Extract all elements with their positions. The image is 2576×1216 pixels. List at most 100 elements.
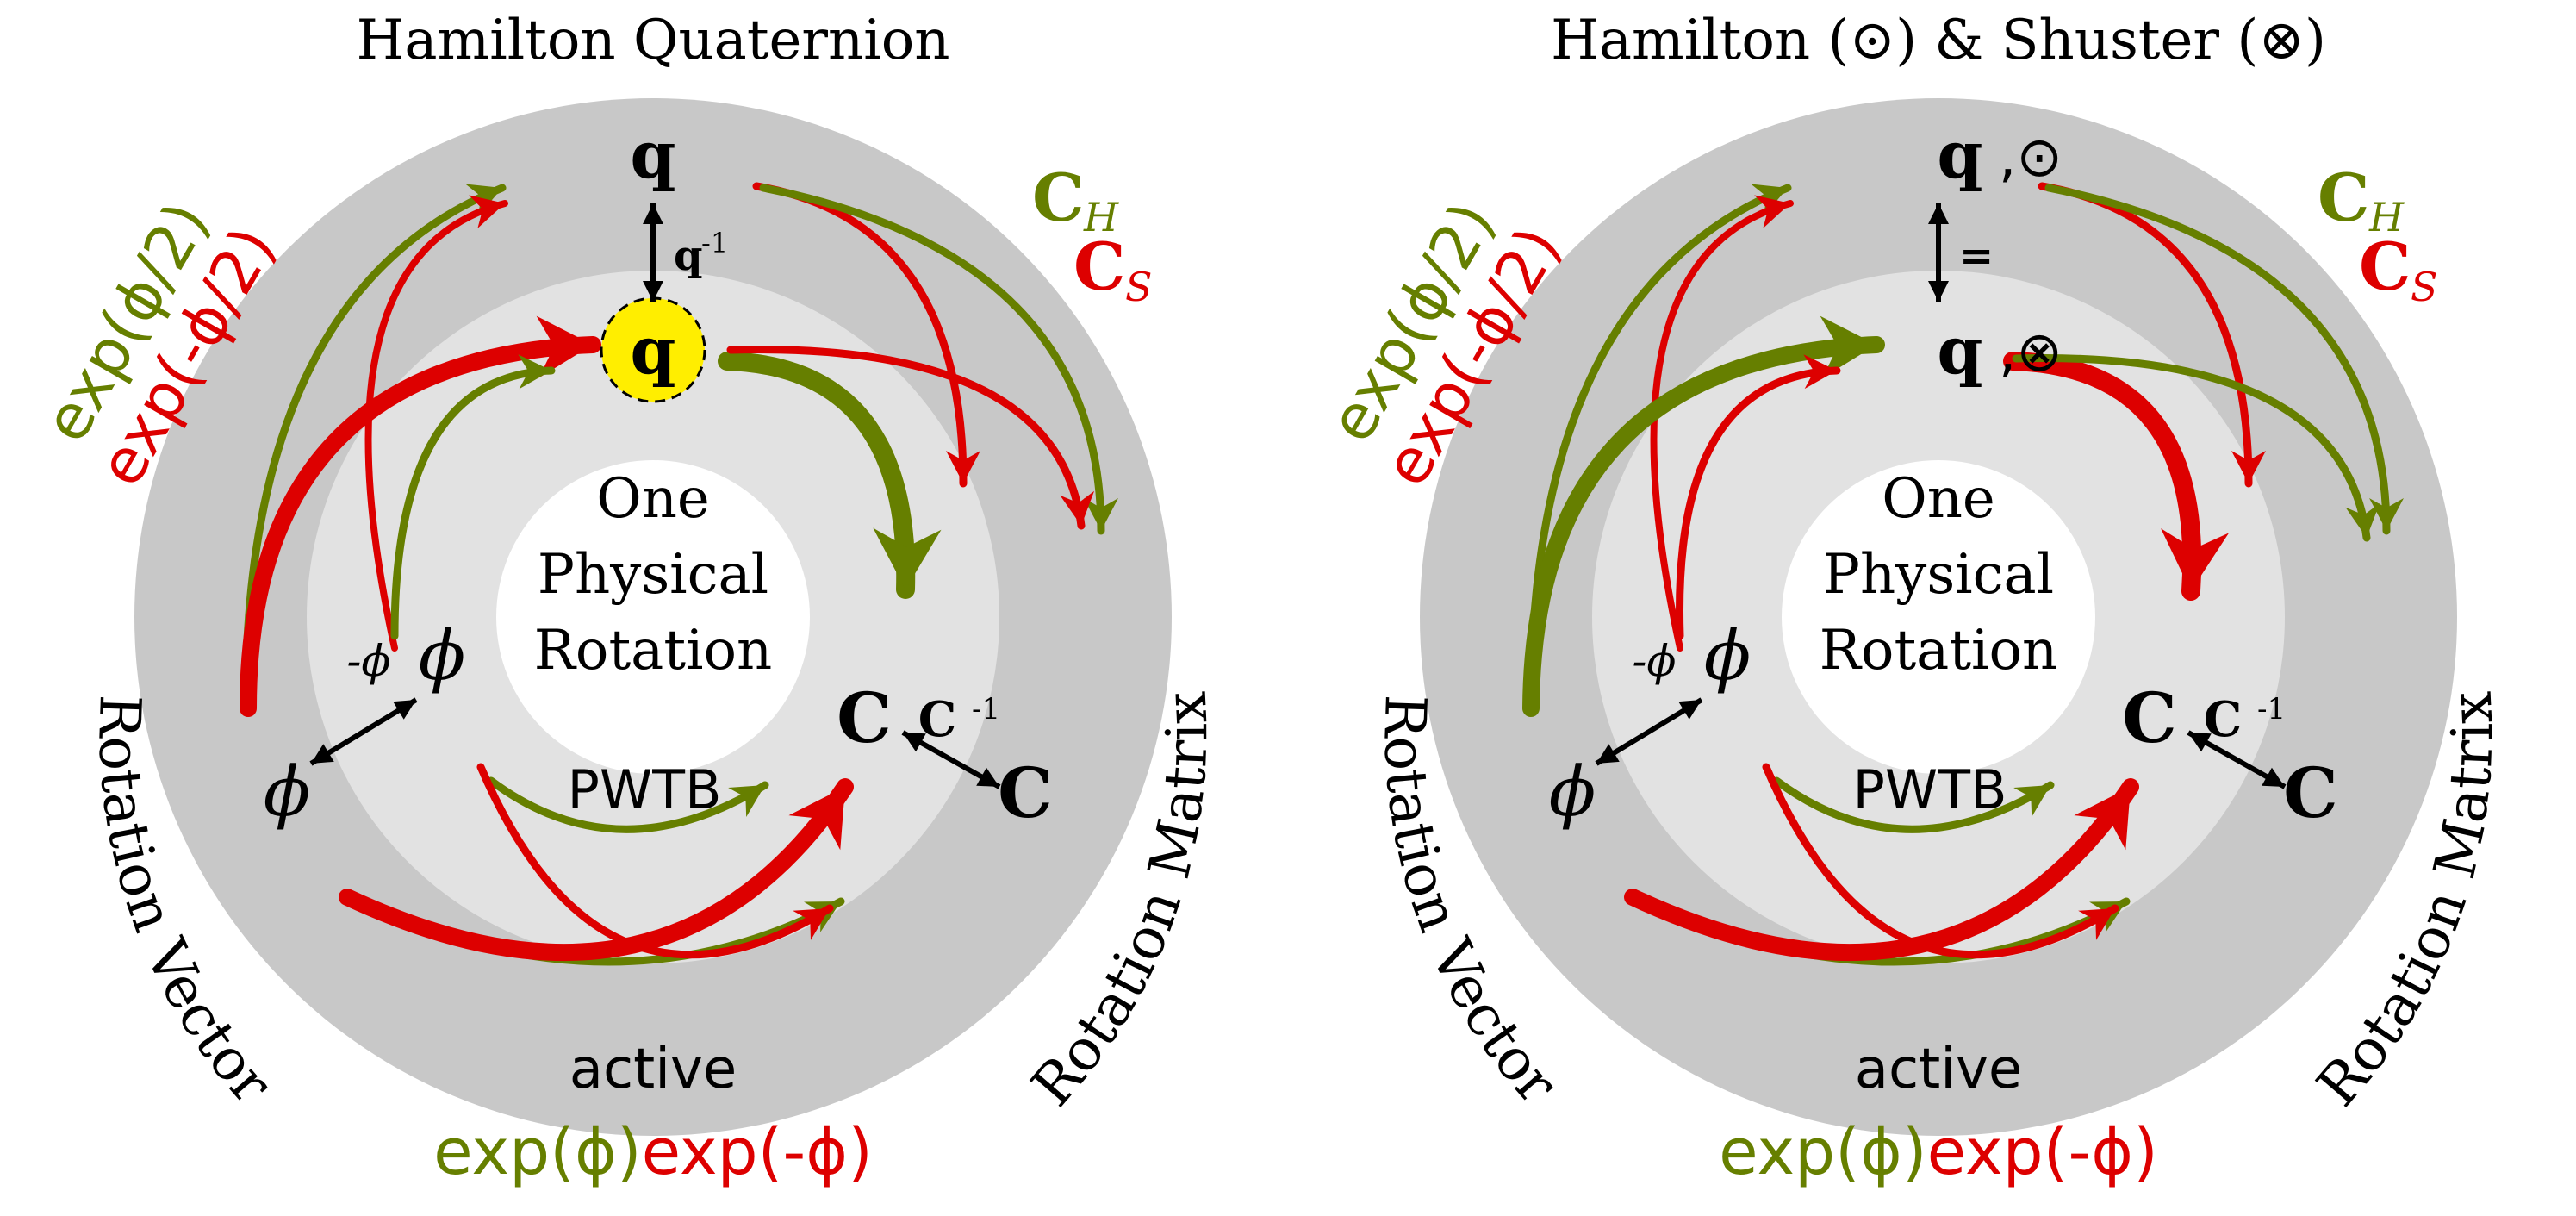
label-C-S-sub: S (2411, 264, 2438, 310)
center-text-line: Rotation (1820, 619, 2058, 683)
green-arrow-qinner-to-matrix (2012, 354, 2371, 542)
matrix-link-arrow-head-start (903, 733, 926, 752)
green-arrow-qtop-to-matrix (759, 184, 1105, 535)
matrix-link-arrow-head-end (976, 767, 999, 787)
quat-link-arrow-head-end (643, 281, 663, 302)
panel-title: Hamilton Quaternion (357, 9, 950, 72)
red-thick-arrow-qinner-to-matrix (2003, 352, 2202, 601)
vector-link-arrow-head-start (1596, 744, 1620, 764)
red-thick-arrow-active-head (788, 787, 845, 851)
active-label: active (569, 1038, 737, 1101)
vector-link-arrow-head-end (393, 700, 416, 720)
label-C-S: C (1073, 228, 1126, 305)
vector-link-arrow-head-end (1678, 700, 1702, 720)
panel-hamilton-shuster: Hamilton (⊙) & Shuster (⊗) OnePhysicalRot… (1315, 9, 2506, 1189)
green-arrow-qinner-to-matrix-head (2345, 502, 2380, 538)
matrix-inv-sup: -1 (972, 692, 1000, 726)
center-text-line: One (596, 467, 710, 531)
red-thick-arrow-active-head (2074, 787, 2131, 851)
green-arrow-vec-to-qinner (390, 366, 556, 640)
bottom-exp-labels: exp(ϕ)exp(-ϕ) (1719, 1115, 2158, 1189)
green-arrow-pwtb-head (2013, 785, 2050, 817)
red-arrow-vec-to-qinner (1676, 366, 1841, 640)
matrix-inner: C (2122, 677, 2177, 758)
green-arrow-pwtb (487, 776, 769, 833)
matrix-inv-label: C (918, 691, 957, 748)
matrix-link-arrow-head-start (2188, 733, 2212, 752)
red-arrow-qtop-to-matrix-head (2231, 451, 2266, 483)
vector-neg-label: -ϕ (347, 636, 391, 686)
quat-top-symbol: ,⊙ (1999, 126, 2063, 190)
green-arrow-qtop-to-matrix (2044, 184, 2391, 535)
label-exp-phi: exp(ϕ) (1719, 1115, 1927, 1189)
quat-link-arrow-head-end (1928, 281, 1949, 302)
red-thick-arrow-qinner-to-matrix-head (2161, 528, 2230, 591)
quat-link-arrow-head-start (1928, 203, 1949, 224)
red-thick-arrow-vec-to-qinner-head (536, 315, 593, 378)
matrix-outer: C (998, 752, 1053, 833)
label-C-H: C (1032, 159, 1085, 236)
center-text-line: Physical (1823, 543, 2054, 607)
green-arrow-qtop-to-matrix-head (1084, 498, 1118, 531)
label-exp-neg-phi: exp(-ϕ) (642, 1115, 873, 1189)
red-arrow-qtop-to-matrix-head (946, 451, 980, 483)
label-C-S: C (2359, 228, 2411, 305)
label-C-H-sub: H (1083, 194, 1119, 240)
red-arrow-vec-to-qinner-head (1803, 354, 1837, 390)
quat-inner: q (1937, 312, 1982, 389)
matrix-inv-sup: -1 (2257, 692, 2286, 726)
center-circle (1782, 460, 2095, 774)
vector-outer: ϕ (264, 751, 311, 832)
vector-link-arrow-head-start (311, 744, 334, 764)
bottom-exp-labels: exp(ϕ)exp(-ϕ) (433, 1115, 873, 1189)
pwtb-label: PWTB (1852, 758, 2007, 821)
green-arrow-vec-to-qinner-head (518, 354, 551, 390)
quat-link-label: q (674, 232, 703, 280)
red-arrow-vec-to-qtop-head (469, 195, 505, 229)
red-arrow-vector-to-matrix-head (2078, 908, 2115, 940)
label-exp-neg-phi: exp(-ϕ) (1927, 1115, 2158, 1189)
label-C-S-sub: S (1125, 264, 1153, 310)
green-thick-arrow-qinner-to-matrix (718, 352, 916, 599)
red-arrow-vector-to-matrix-head (793, 908, 830, 940)
quat-link-arrow-head-start (643, 203, 663, 224)
green-thick-arrow-vec-to-qinner-head (1820, 315, 1876, 378)
vector-inner: ϕ (1704, 615, 1752, 695)
green-arrow-pwtb-head (728, 785, 765, 817)
quat-link-sup: -1 (701, 227, 728, 259)
center-text-line: One (1882, 467, 1995, 531)
pwtb-label: PWTB (567, 758, 721, 821)
label-exp-phi: exp(ϕ) (433, 1115, 642, 1189)
green-arrow-pwtb (1772, 776, 2055, 833)
panel-title: Hamilton (⊙) & Shuster (⊗) (1551, 9, 2326, 72)
red-thick-arrow-active (1624, 778, 2139, 962)
center-text-line: Rotation (534, 619, 773, 683)
green-thick-arrow-qinner-to-matrix-head (873, 527, 942, 589)
vector-outer: ϕ (1549, 751, 1596, 832)
label-C-H: C (2318, 159, 2370, 236)
matrix-outer: C (2283, 752, 2338, 833)
matrix-inv-label: C (2204, 691, 2243, 748)
red-arrow-vec-to-qtop (364, 200, 508, 652)
red-arrow-qinner-to-matrix-head (1060, 490, 1095, 526)
center-circle (496, 460, 810, 774)
quat-inner-symbol: ,⊗ (1999, 321, 2063, 384)
vector-inner: ϕ (419, 615, 466, 695)
red-thick-arrow-vec-to-qinner (240, 336, 601, 717)
center-text-line: Physical (538, 543, 768, 607)
matrix-inner: C (837, 677, 892, 758)
quat-inner: q (630, 312, 675, 389)
vector-neg-label: -ϕ (1633, 636, 1677, 686)
red-arrow-vec-to-qtop (1650, 200, 1794, 652)
red-thick-arrow-active (339, 778, 854, 962)
red-arrow-vec-to-qtop-head (1754, 195, 1790, 229)
quat-link-label: = (1959, 232, 1994, 280)
panel-hamilton: Hamilton QuaternionOnePhysicalRotationqq… (29, 9, 1221, 1189)
red-arrow-qinner-to-matrix (726, 346, 1086, 530)
quat-top: q (630, 116, 675, 193)
label-C-H-sub: H (2368, 194, 2405, 240)
quat-top: q (1937, 116, 1982, 193)
active-label: active (1855, 1038, 2023, 1101)
green-thick-arrow-vec-to-qinner (1522, 336, 1885, 717)
